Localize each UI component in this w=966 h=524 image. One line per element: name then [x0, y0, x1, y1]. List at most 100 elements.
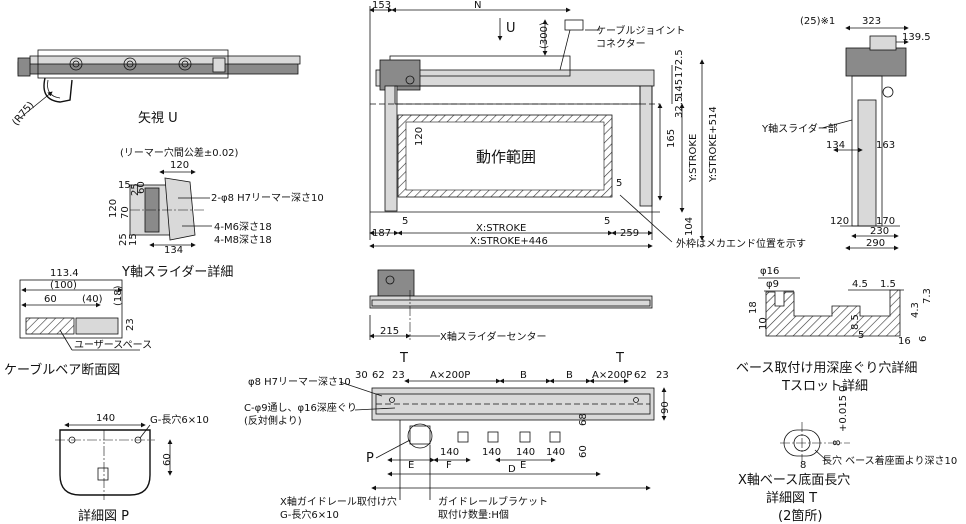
- detail-p-slot: G-長穴6×10: [150, 413, 209, 426]
- bot-b2: B: [566, 370, 573, 381]
- note-m6: 4-M6深さ18: [214, 221, 272, 233]
- view-u: (R75) 矢視 U: [10, 49, 301, 128]
- bottom-view: T T 30 62 23 A×200P B B A×200P 62 23 90 …: [244, 351, 671, 521]
- y-dim-25b: 25: [118, 233, 129, 246]
- y-slider-detail: (リーマー穴間公差±0.02) 120 134 15 25 60 120 70 …: [108, 146, 324, 280]
- note-m8: 4-M8深さ18: [214, 234, 272, 246]
- bracket-1: ガイドレールブラケット: [438, 495, 548, 508]
- note-reamer: 2-φ8 H7リーマー深さ10: [211, 192, 324, 204]
- xb-tol: +0.015 0: [838, 385, 849, 432]
- r75-label: (R75): [10, 100, 36, 128]
- y-slider-120: 120: [170, 160, 189, 171]
- xb-title-2: 詳細図 T: [766, 490, 817, 506]
- guide-hole-2: G-長穴6×10: [280, 508, 339, 521]
- bot-140-2: 140: [482, 447, 501, 458]
- detail-p-140: 140: [96, 413, 115, 424]
- y-dim-25: 25: [130, 183, 141, 196]
- cb-113: 113.4: [50, 268, 79, 279]
- dim-165: 165: [666, 129, 677, 148]
- bracket-2: 取付け数量:H個: [438, 508, 509, 521]
- dim-32: 32.5: [674, 96, 685, 118]
- cb-18: (18): [113, 285, 124, 306]
- main-5c: 5: [616, 178, 622, 189]
- bot-68: 68: [578, 413, 589, 426]
- x-slider-center: X軸スライダーセンター: [440, 330, 546, 343]
- main-5a: 5: [402, 216, 408, 227]
- main-120: 120: [414, 127, 425, 146]
- main-5b: 5: [604, 216, 610, 227]
- xb-8b: 8: [800, 460, 806, 471]
- dim-n: N: [474, 0, 481, 11]
- cb-23: 23: [125, 318, 136, 331]
- cb-60: 60: [44, 294, 57, 305]
- dim-153: 153: [372, 0, 391, 11]
- side-view: (25)※1 323 139.5 Y軸スライダー部 134 163 120 17…: [761, 16, 931, 251]
- side-230: 230: [870, 226, 889, 237]
- view-u-title: 矢視 U: [138, 111, 178, 126]
- xb-title-3: (2箇所): [778, 508, 822, 524]
- cable-joint-2: コネクター: [596, 38, 646, 50]
- t-right: T: [615, 351, 624, 366]
- bot-140-1: 140: [440, 447, 459, 458]
- bot-a200-2: A×200P: [592, 370, 632, 381]
- user-space: ユーザースペース: [74, 339, 152, 351]
- bm-16: 16: [898, 336, 911, 347]
- bot-60: 60: [578, 445, 589, 458]
- bm-8.5: 8.5: [850, 314, 861, 330]
- y-slider-title: Y軸スライダー詳細: [121, 264, 233, 280]
- y-stroke: Y:STROKE: [688, 134, 699, 183]
- x-stroke-446: X:STROKE+446: [470, 236, 548, 247]
- bot-140-4: 140: [546, 447, 565, 458]
- bm-title-2: Tスロット詳細: [781, 378, 868, 394]
- cb-100: (100): [50, 280, 77, 291]
- side-139: 139.5: [902, 32, 931, 43]
- y-dim-15b: 15: [128, 233, 139, 246]
- side-134: 134: [826, 140, 845, 151]
- base-mount-detail: φ16 φ9 18 10 4.5 1.5 8.5 5 16 4.3 7.3 6 …: [736, 266, 933, 394]
- cable-bear-section: 113.4 (100) 60 (40) (18) 23 ユーザースペース ケーブ…: [4, 268, 152, 378]
- dim-145: 145: [674, 79, 685, 98]
- x-stroke: X:STROKE: [476, 223, 526, 234]
- bm-phi16: φ16: [760, 266, 779, 277]
- guide-hole-1: X軸ガイドレール取付け穴: [280, 495, 397, 508]
- dim-259: 259: [620, 228, 639, 239]
- dim-300: (300): [539, 22, 550, 49]
- main-top-view: 153 N U (300) ケーブルジョイント コネクター 動作範囲 120 5…: [369, 0, 806, 250]
- c-hole-1: C-φ9通し、φ16深座ぐり: [244, 401, 357, 414]
- outer-note: 外枠はメカエンド位置を示す: [676, 237, 806, 250]
- xb-note: 長穴 ベース着座面より深さ10: [822, 454, 957, 467]
- bot-62: 62: [372, 370, 385, 381]
- bot-b1: B: [520, 370, 527, 381]
- y-slider-134: 134: [164, 245, 183, 256]
- side-323: 323: [862, 16, 881, 27]
- dim-u: U: [506, 21, 516, 36]
- bm-4.5: 4.5: [852, 279, 868, 290]
- y-dim-60: 60: [136, 181, 147, 194]
- side-120: 120: [830, 216, 849, 227]
- bot-62b: 62: [634, 370, 647, 381]
- bot-90: 90: [660, 401, 671, 414]
- bot-23b: 23: [656, 370, 669, 381]
- bm-7.3: 7.3: [922, 288, 933, 304]
- bm-4.3: 4.3: [910, 302, 921, 318]
- t-left: T: [399, 351, 408, 366]
- bot-d: D: [508, 464, 516, 475]
- cable-joint-1: ケーブルジョイント: [596, 24, 685, 37]
- bot-140-3: 140: [516, 447, 535, 458]
- y-dim-120: 120: [108, 199, 119, 218]
- bm-5: 5: [858, 330, 864, 341]
- bot-e: E: [408, 460, 414, 471]
- y-stroke-514: Y:STROKE+514: [708, 106, 719, 183]
- dim-187: 187: [372, 228, 391, 239]
- side-170: 170: [876, 216, 895, 227]
- bot-a200-1: A×200P: [430, 370, 470, 381]
- x-slider-215: 215: [380, 326, 399, 337]
- dim-172: 172.5: [674, 49, 685, 78]
- detail-p-title: 詳細図 P: [78, 508, 129, 524]
- xb-title-1: X軸ベース底面長穴: [738, 472, 850, 488]
- y-dim-70: 70: [120, 206, 131, 219]
- xb-8: 8: [832, 440, 843, 446]
- dim-104: 104: [684, 217, 695, 236]
